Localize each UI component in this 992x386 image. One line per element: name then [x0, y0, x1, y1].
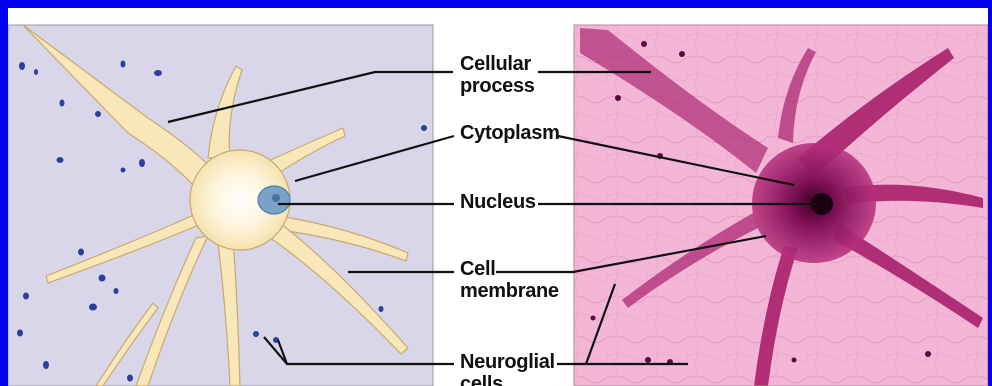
- label-cellular-process-line1: Cellular: [460, 53, 531, 75]
- label-nucleus: Nucleus: [460, 191, 536, 213]
- label-cytoplasm: Cytoplasm: [460, 122, 560, 144]
- label-cellular-process: Cellular process: [460, 53, 535, 97]
- illustration-panel: [8, 25, 433, 386]
- label-cell-membrane: Cell membrane: [460, 258, 559, 302]
- label-cellular-process-line2: process: [460, 75, 535, 97]
- diagram-frame: Cellular process Cytoplasm Nucleus Cell …: [8, 8, 988, 386]
- label-cell-membrane-line2: membrane: [460, 280, 559, 302]
- label-cell-membrane-line1: Cell: [460, 258, 495, 280]
- label-neuroglial-line2: cells: [460, 373, 503, 386]
- label-neuroglial-cells: Neuroglial cells: [460, 351, 555, 386]
- micrograph-panel: [574, 25, 988, 386]
- label-neuroglial-line1: Neuroglial: [460, 351, 555, 373]
